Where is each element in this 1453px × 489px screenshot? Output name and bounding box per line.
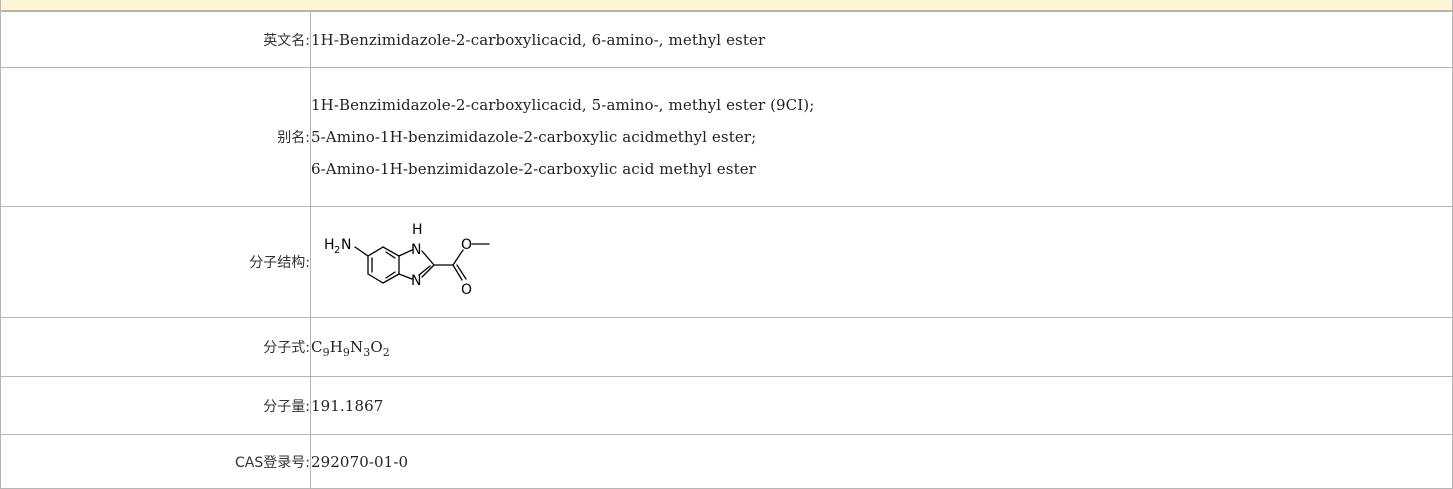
synonym-item: 5-Amino-1H-benzimidazole-2-carboxylic ac… bbox=[311, 128, 757, 146]
amine-n-atom: N bbox=[341, 237, 352, 253]
cas-label: CAS登录号: bbox=[0, 434, 311, 489]
row-mol-weight: 分子量: 191.1867 bbox=[0, 376, 1453, 435]
synonyms-value: 1H-Benzimidazole-2-carboxylicacid, 5-ami… bbox=[310, 67, 1453, 207]
english-name-label: 英文名: bbox=[0, 11, 311, 68]
formula-count: 9 bbox=[322, 346, 330, 359]
english-name-value: 1H-Benzimidazole-2-carboxylicacid, 6-ami… bbox=[310, 11, 1453, 68]
cas-value: 292070-01-0 bbox=[310, 434, 1453, 489]
structure-value: H 2 N H N N O O bbox=[310, 206, 1453, 318]
nh-h-atom: H bbox=[412, 222, 423, 238]
carbonyl-o-atom: O bbox=[461, 282, 472, 298]
amine-h-atom: H bbox=[324, 237, 335, 253]
formula-element: C bbox=[311, 338, 323, 356]
amine-subscript: 2 bbox=[334, 245, 340, 256]
row-formula: 分子式: C9H9N3O2 bbox=[0, 317, 1453, 377]
molecular-structure-image: H 2 N H N N O O bbox=[324, 222, 490, 298]
formula-value: C9H9N3O2 bbox=[310, 317, 1453, 377]
row-cas-number: CAS登录号: 292070-01-0 bbox=[0, 434, 1453, 489]
structure-label: 分子结构: bbox=[0, 206, 311, 318]
formula-element: H bbox=[329, 338, 343, 356]
mol-weight-label: 分子量: bbox=[0, 376, 311, 435]
formula-element: O bbox=[370, 338, 383, 356]
ring-n-atom: N bbox=[411, 273, 422, 289]
formula-count: 2 bbox=[382, 346, 390, 359]
synonym-item: 1H-Benzimidazole-2-carboxylicacid, 5-ami… bbox=[311, 96, 815, 114]
nh-n-atom: N bbox=[411, 242, 422, 258]
synonym-item: 6-Amino-1H-benzimidazole-2-carboxylic ac… bbox=[311, 160, 756, 178]
formula-element: N bbox=[349, 338, 364, 356]
formula-count: 3 bbox=[363, 346, 371, 359]
formula-count: 9 bbox=[342, 346, 350, 359]
mol-weight-value: 191.1867 bbox=[310, 376, 1453, 435]
compound-info-table: 英文名: 1H-Benzimidazole-2-carboxylicacid, … bbox=[0, 11, 1453, 489]
ester-o-atom: O bbox=[461, 237, 472, 253]
section-header-bar bbox=[0, 0, 1453, 11]
formula-label: 分子式: bbox=[0, 317, 311, 377]
row-structure: 分子结构: bbox=[0, 206, 1453, 318]
row-english-name: 英文名: 1H-Benzimidazole-2-carboxylicacid, … bbox=[0, 11, 1453, 68]
synonyms-label: 别名: bbox=[0, 67, 311, 207]
row-synonyms: 别名: 1H-Benzimidazole-2-carboxylicacid, 5… bbox=[0, 67, 1453, 207]
